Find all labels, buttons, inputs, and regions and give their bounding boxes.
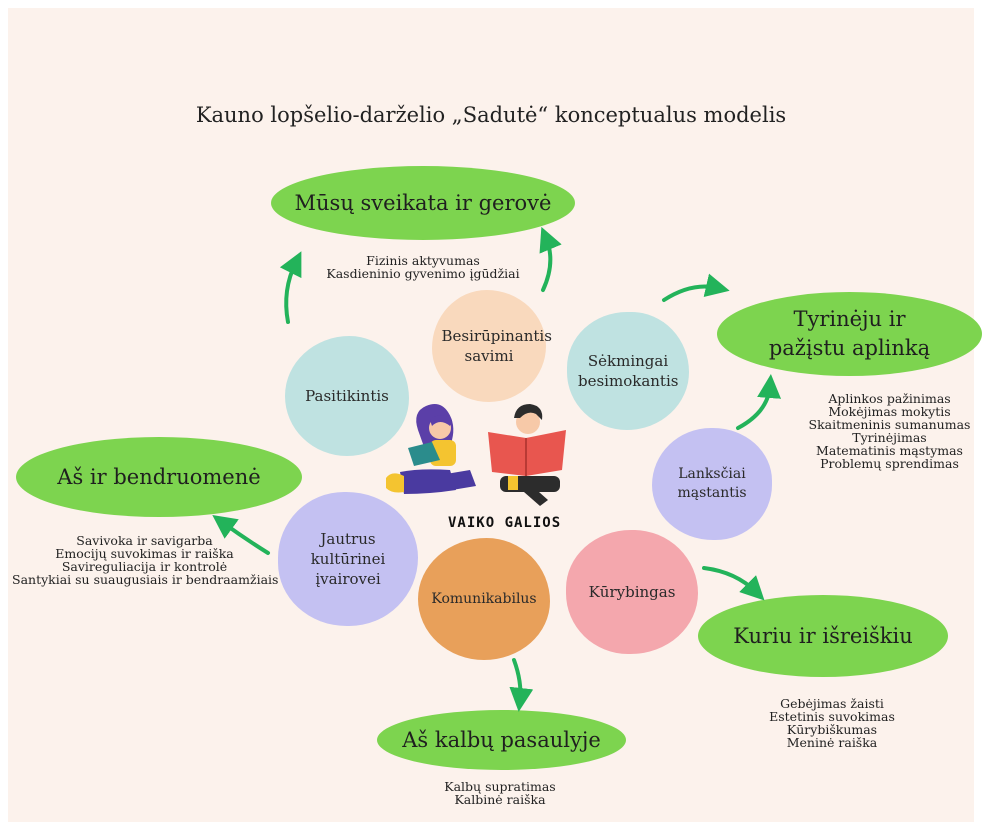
list-item: Fizinis aktyvumas — [366, 253, 480, 268]
list-item: Skaitmeninis sumanumas — [808, 417, 971, 432]
arrow-selfcare-to-health — [539, 226, 562, 292]
list-item: Kalbų supratimas — [444, 779, 556, 794]
arrow-flexible-to-explore — [736, 374, 782, 430]
list-item: Santykiai su suaugusiais ir bendraamžiai… — [12, 572, 279, 587]
power-confident-label: Pasitikintis — [305, 386, 389, 405]
list-item: Estetinis suvokimas — [769, 709, 895, 724]
diagram-title: Kauno lopšelio-darželio „Sadutė“ koncept… — [195, 103, 787, 127]
area-explore-environment-items: Aplinkos pažinimas Mokėjimas mokytis Ska… — [807, 392, 972, 470]
list-item: Savireguliacija ir kontrolė — [61, 559, 228, 574]
area-create-express-items: Gebėjimas žaisti Estetinis suvokimas Kūr… — [762, 697, 902, 749]
list-item: Matematinis mąstymas — [816, 443, 963, 458]
power-communicative: Komunikabilus — [418, 538, 550, 660]
power-self-caring-label: Besirūpinantis savimi — [441, 326, 552, 365]
area-health-wellbeing-items: Fizinis aktyvumas Kasdieninio gyvenimo į… — [323, 254, 523, 280]
area-world-of-languages-items: Kalbų supratimas Kalbinė raiška — [430, 780, 570, 806]
diagram-canvas — [8, 8, 974, 822]
center-label: VAIKO GALIOS — [448, 515, 562, 531]
arrow-creative-to-express — [702, 566, 765, 601]
arrow-cultural-to-community — [212, 514, 270, 555]
list-item: Meninė raiška — [786, 735, 878, 750]
power-creative: Kūrybingas — [566, 530, 698, 654]
list-item: Kasdieninio gyvenimo įgūdžiai — [326, 266, 520, 281]
power-successful-learner: Sėkmingai besimokantis — [567, 312, 689, 430]
list-item: Problemų sprendimas — [820, 456, 959, 471]
arrow-communicative-to-languages — [509, 658, 534, 712]
list-item: Emocijų suvokimas ir raiška — [55, 546, 234, 561]
list-item: Gebėjimas žaisti — [780, 696, 884, 711]
arrow-learner-to-explore — [662, 273, 730, 302]
area-world-of-languages-label: Aš kalbų pasaulyje — [402, 728, 601, 752]
power-creative-label: Kūrybingas — [588, 582, 676, 601]
girl-reading-icon — [386, 404, 476, 494]
list-item: Kalbinė raiška — [454, 792, 546, 807]
power-confident: Pasitikintis — [285, 336, 409, 456]
power-flexible-thinker-label: Lanksčiai mąstantis — [677, 466, 747, 501]
list-item: Tyrinėjimas — [852, 430, 927, 445]
area-me-community-label: Aš ir bendruomenė — [57, 465, 261, 489]
list-item: Mokėjimas mokytis — [828, 404, 951, 419]
area-explore-environment: Tyrinėju ir pažįstu aplinką — [717, 292, 982, 376]
power-successful-learner-label: Sėkmingai besimokantis — [578, 351, 679, 390]
list-item: Savivoka ir savigarba — [76, 533, 213, 548]
power-culturally-sensitive: Jautrus kultūrinei įvairovei — [278, 492, 418, 626]
list-item: Aplinkos pažinimas — [828, 391, 951, 406]
boy-reading-icon — [488, 404, 566, 506]
power-self-caring: Besirūpinantis savimi — [432, 290, 552, 402]
power-communicative-label: Komunikabilus — [431, 590, 537, 607]
arrow-confident-to-health — [279, 251, 302, 324]
list-item: Kūrybiškumas — [786, 722, 878, 737]
area-health-wellbeing: Mūsų sveikata ir gerovė — [271, 166, 575, 240]
area-explore-environment-label: Tyrinėju ir pažįstu aplinką — [768, 306, 931, 360]
area-create-express: Kuriu ir išreiškiu — [698, 595, 948, 677]
area-world-of-languages: Aš kalbų pasaulyje — [377, 710, 626, 770]
area-me-community-items: Savivoka ir savigarba Emocijų suvokimas … — [12, 533, 279, 587]
power-culturally-sensitive-label: Jautrus kultūrinei įvairovei — [310, 529, 386, 589]
power-flexible-thinker: Lanksčiai mąstantis — [652, 428, 772, 540]
area-me-community: Aš ir bendruomenė — [16, 437, 302, 517]
area-create-express-label: Kuriu ir išreiškiu — [733, 624, 913, 648]
area-health-wellbeing-label: Mūsų sveikata ir gerovė — [294, 191, 552, 215]
